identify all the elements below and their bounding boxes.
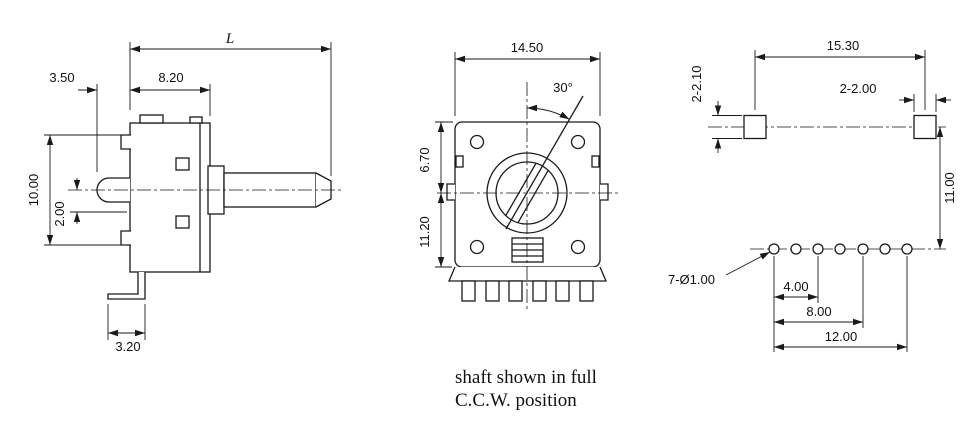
corner-hole	[570, 239, 586, 255]
pin-tooth	[555, 280, 570, 302]
dim-11-20: 11.20	[417, 216, 432, 248]
slot-axis	[505, 95, 584, 230]
pin-tooth	[485, 280, 500, 302]
front-view: 30° 14.50 6.70 11.20 shaft shown in full…	[417, 40, 620, 411]
side-tab-left	[446, 183, 455, 201]
side-tab-right	[600, 183, 609, 201]
mount-lug-lower	[120, 230, 131, 246]
dim-L: L	[225, 31, 234, 47]
slot-edge	[505, 162, 537, 216]
dim-15-30: 15.30	[827, 38, 860, 53]
pin-hole	[812, 243, 824, 255]
pcb-foot	[107, 272, 146, 300]
pin-hole	[879, 243, 891, 255]
dim-2x2-10: 2-2.10	[689, 66, 704, 103]
dim-7-holes: 7-Ø1.00	[668, 272, 715, 287]
slot-edge	[517, 169, 549, 224]
pin-hole	[768, 243, 780, 255]
note-line-1: shaft shown in full	[455, 367, 597, 388]
corner-hole	[469, 134, 485, 150]
corner-hole	[469, 239, 485, 255]
pin-tooth	[579, 280, 594, 302]
pin-hole	[790, 243, 802, 255]
pin-hole	[857, 243, 869, 255]
pin-hole	[834, 243, 846, 255]
dim-8-00: 8.00	[806, 304, 831, 319]
pin-tooth	[508, 280, 523, 302]
dim-2x2-00: 2-2.00	[840, 81, 877, 96]
dim-2-00: 2.00	[52, 201, 67, 226]
dim-3-50: 3.50	[49, 70, 74, 85]
dim-30deg: 30°	[553, 80, 573, 95]
dim-6-70: 6.70	[417, 147, 432, 172]
corner-hole	[570, 134, 586, 150]
mounting-pad-right	[913, 114, 937, 140]
mounting-pad-left	[743, 114, 767, 140]
dim-14-50: 14.50	[511, 40, 544, 55]
dim-10-00: 10.00	[26, 174, 41, 207]
dim-11-00: 11.00	[942, 172, 957, 204]
pin-tooth	[532, 280, 547, 302]
pot-body-side	[129, 122, 211, 273]
top-tab	[139, 114, 164, 124]
pin-tooth	[461, 280, 476, 302]
dim-3-20: 3.20	[115, 339, 140, 354]
side-view: L 3.50 8.20 10.00 2.00 3.20	[26, 31, 342, 354]
dim-8-20: 8.20	[158, 70, 183, 85]
footprint-view: 15.30 2-2.10 2-2.00 11.00 7-Ø1.00	[668, 38, 957, 352]
dim-12-00: 12.00	[825, 329, 858, 344]
note-line-2: C.C.W. position	[455, 390, 577, 411]
dim-4-00: 4.00	[783, 279, 808, 294]
mount-lug-upper	[120, 134, 131, 150]
base-flange	[448, 266, 607, 282]
pin-hole	[901, 243, 913, 255]
